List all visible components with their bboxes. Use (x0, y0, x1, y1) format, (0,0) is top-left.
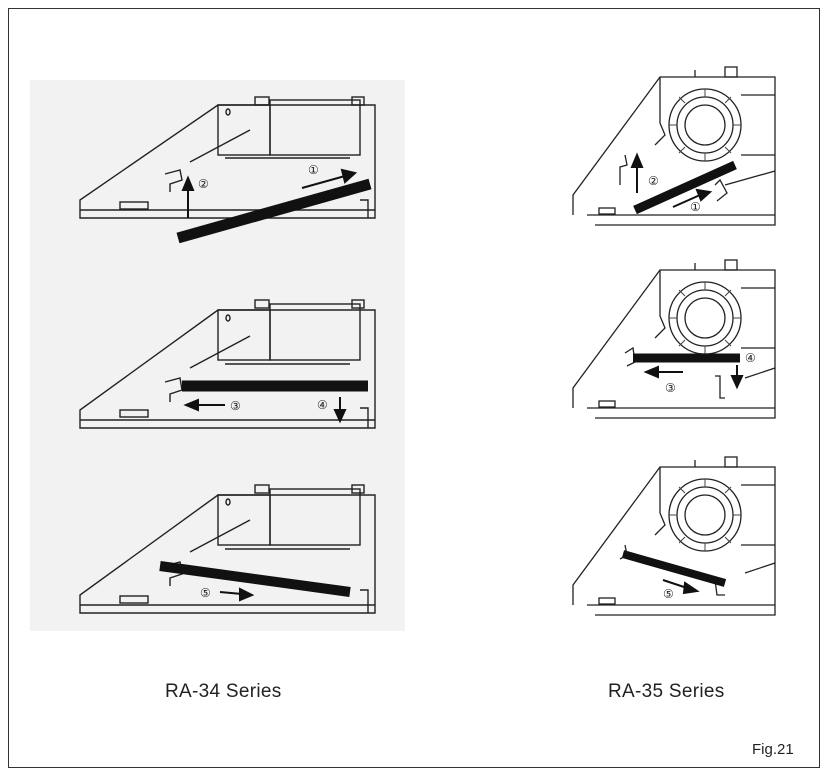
ra34-step-1-label: ① (308, 163, 319, 177)
ra34-diagram-step-3-4: ③ ④ (79, 299, 376, 429)
ra34-diagram-step-1-2: ② ① (79, 96, 376, 244)
ra35-step-1-label: ① (690, 200, 701, 214)
ra35-step-3-label: ③ (665, 381, 676, 395)
ra35-step-2-label: ② (648, 174, 659, 188)
ra34-step-5-label: ⑤ (200, 586, 211, 600)
ra35-diagram-step-1-2: ② ① (572, 66, 776, 226)
ra35-step-4-label: ④ (745, 351, 756, 365)
ra35-step-5-label: ⑤ (663, 587, 674, 601)
ra34-diagram-step-5: ⑤ (79, 484, 376, 614)
ra34-step-3-label: ③ (230, 399, 241, 413)
figure-number: Fig.21 (752, 741, 794, 758)
ra34-step-4-label: ④ (317, 398, 328, 412)
ra35-series-caption: RA-35 Series (608, 681, 725, 702)
page-frame (8, 8, 820, 768)
ra35-diagram-step-5: ⑤ (572, 456, 776, 616)
ra35-diagram-step-3-4: ③ ④ (572, 259, 776, 419)
ra34-series-caption: RA-34 Series (165, 681, 282, 702)
ra34-step-2-label: ② (198, 177, 209, 191)
